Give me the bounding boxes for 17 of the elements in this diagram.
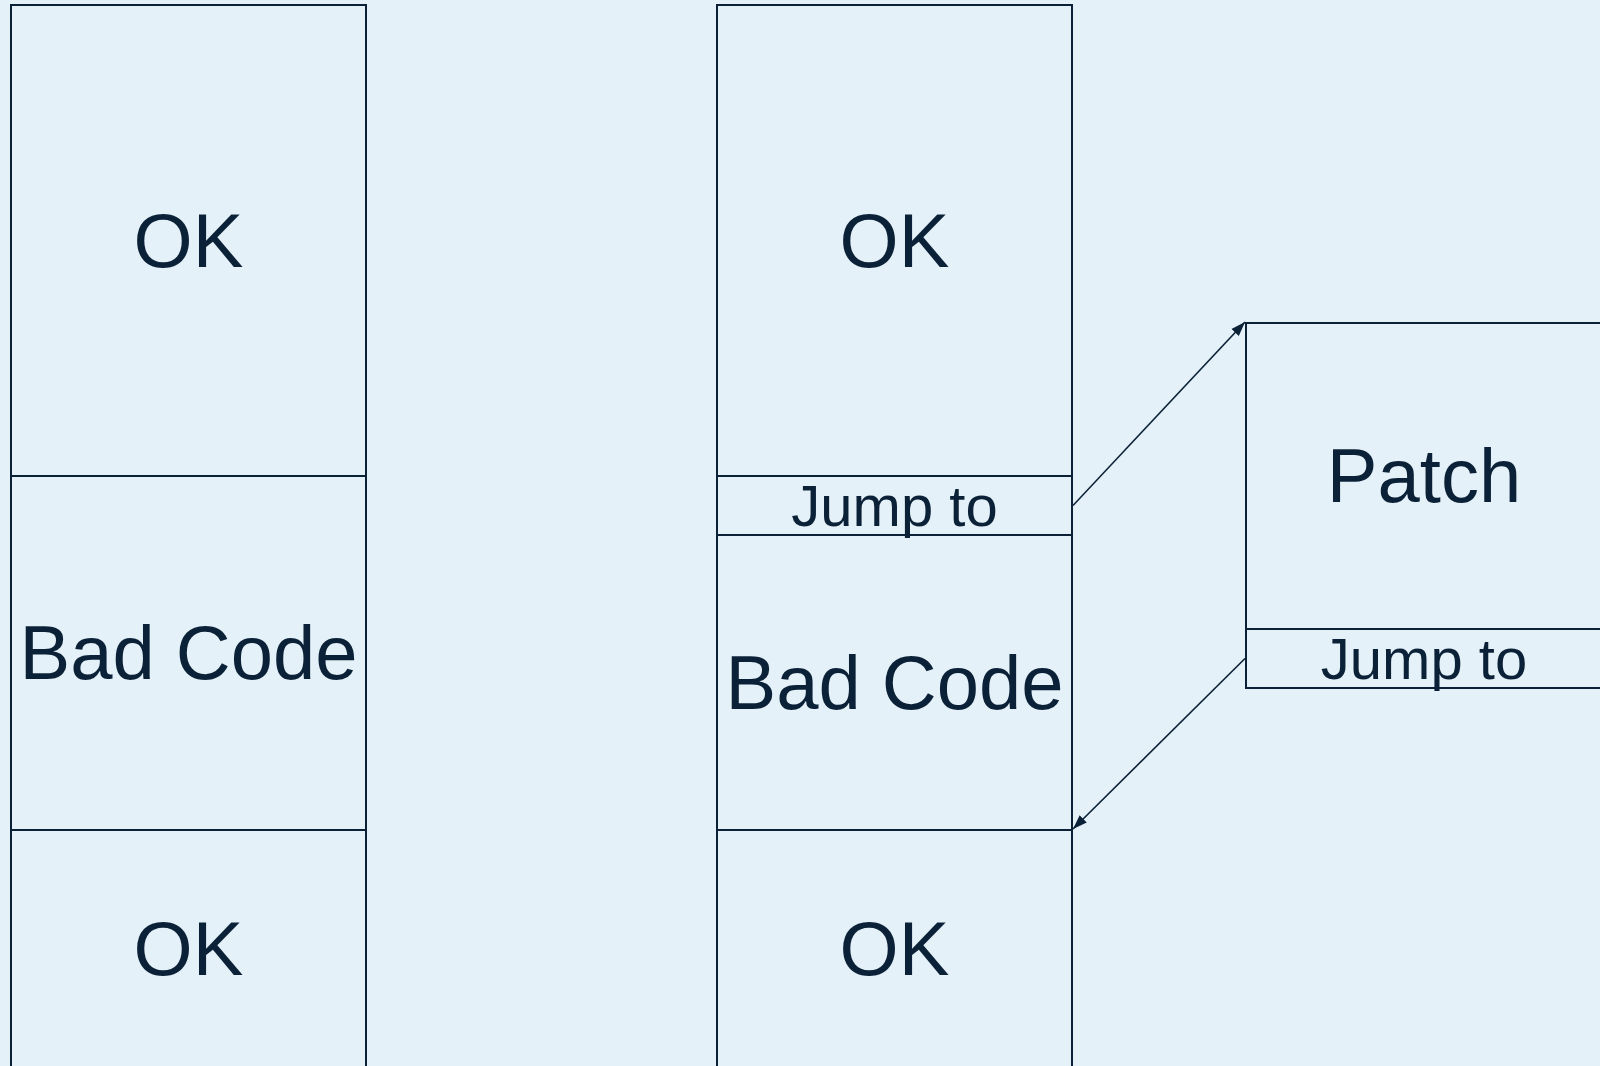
memory-block xyxy=(1245,628,1600,689)
memory-block xyxy=(1245,322,1600,630)
block-label: OK xyxy=(839,202,950,279)
memory-block xyxy=(10,829,367,1066)
block-label: Bad Code xyxy=(19,615,358,691)
memory-block xyxy=(10,475,367,831)
block-label: OK xyxy=(133,911,244,987)
block-label: Bad Code xyxy=(725,644,1064,721)
arrow xyxy=(1072,657,1246,830)
block-label: Patch xyxy=(1326,438,1522,514)
memory-block xyxy=(716,4,1073,477)
block-label: OK xyxy=(839,911,950,987)
arrow xyxy=(1072,321,1246,507)
memory-block xyxy=(10,4,367,477)
block-label: OK xyxy=(133,202,244,279)
memory-block xyxy=(716,475,1073,536)
memory-block xyxy=(716,829,1073,1066)
